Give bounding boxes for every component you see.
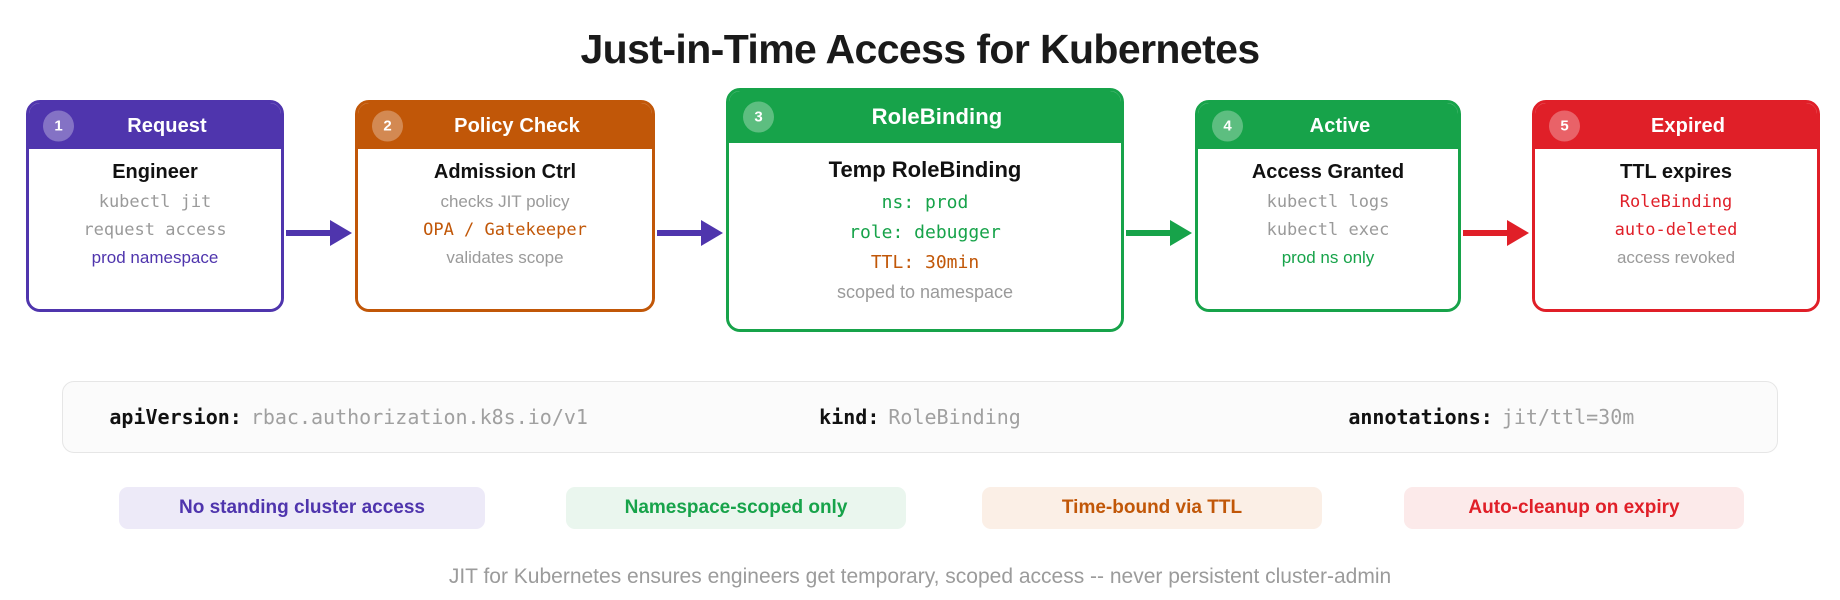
property-pill-label: No standing cluster access [178, 497, 426, 518]
manifest-field-value: jit/ttl=30m [1501, 405, 1635, 429]
card-header-label: Active [1309, 114, 1371, 137]
card-detail-line: prod ns only [1281, 248, 1375, 267]
card-detail-line: validates scope [446, 248, 564, 267]
card-header-label: Request [127, 114, 207, 137]
step-number-badge: 2 [372, 110, 403, 142]
manifest-field-value: RoleBinding [888, 405, 1021, 429]
property-pill-4[interactable]: Auto-cleanup on expiry [1404, 487, 1744, 529]
manifest-field-1: apiVersion: rbac.authorization.k8s.io/v1 [63, 405, 634, 429]
card-primary-label: TTL expires [1620, 161, 1732, 183]
card-header-label: RoleBinding [871, 104, 1003, 129]
arrow-head-icon [330, 220, 352, 246]
card-detail-line: prod namespace [91, 248, 219, 267]
manifest-field-value: rbac.authorization.k8s.io/v1 [250, 405, 588, 429]
card-header-1: 1 Request [29, 103, 281, 149]
card-detail-line: ns: prod [881, 192, 969, 213]
arrow-head-icon [1507, 220, 1529, 246]
card-primary-label: Admission Ctrl [433, 161, 577, 183]
card-detail-line: TTL: 30min [870, 252, 980, 273]
card-detail-line: RoleBinding [1619, 192, 1733, 212]
card-detail-line: role: debugger [849, 222, 1001, 243]
manifest-field-key: annotations: [1348, 405, 1493, 429]
arrow-shaft [1126, 230, 1170, 236]
arrow-active-to-expired [1463, 220, 1529, 246]
card-header-4: 4 Active [1198, 103, 1458, 149]
card-detail-line: scoped to namespace [836, 282, 1014, 302]
step-number-badge: 5 [1549, 110, 1580, 142]
property-pill-label: Time-bound via TTL [1061, 497, 1243, 518]
page-title: Just-in-Time Access for Kubernetes [580, 26, 1260, 72]
card-header-label: Policy Check [454, 114, 580, 137]
property-pill-label: Auto-cleanup on expiry [1468, 497, 1680, 518]
card-detail-line: request access [83, 220, 227, 240]
card-detail-line: kubectl jit [98, 192, 212, 212]
manifest-field-2: kind: RoleBinding [634, 405, 1205, 429]
arrow-shaft [1463, 230, 1507, 236]
manifest-code-bar: apiVersion: rbac.authorization.k8s.io/v1 k… [62, 381, 1778, 453]
card-body-4: Access Granted kubectl logs kubectl exec pr… [1198, 149, 1458, 309]
card-header-3: 3 RoleBinding [729, 91, 1121, 143]
card-primary-label: Temp RoleBinding [828, 157, 1022, 182]
arrow-policy-to-rolebinding [657, 220, 723, 246]
card-detail-line: kubectl logs [1266, 192, 1390, 212]
card-detail-line: auto-deleted [1614, 220, 1738, 240]
property-pill-1[interactable]: No standing cluster access [119, 487, 485, 529]
property-pill-label: Namespace-scoped only [624, 497, 848, 518]
card-primary-label: Engineer [112, 161, 198, 183]
property-pills-row: No standing cluster access Namespace-scop… [0, 487, 1840, 529]
card-primary-label: Access Granted [1251, 161, 1405, 183]
step-number-badge: 4 [1212, 110, 1243, 142]
manifest-field-3: annotations: jit/ttl=30m [1206, 405, 1777, 429]
card-detail-line: kubectl exec [1266, 220, 1390, 240]
card-detail-line: OPA / Gatekeeper [423, 220, 587, 240]
property-pill-3[interactable]: Time-bound via TTL [982, 487, 1322, 529]
manifest-field-key: kind: [819, 405, 880, 429]
arrow-shaft [286, 230, 330, 236]
arrow-rolebinding-to-active [1126, 220, 1192, 246]
arrow-head-icon [1170, 220, 1192, 246]
card-header-5: 5 Expired [1535, 103, 1817, 149]
card-detail-line: access revoked [1616, 248, 1736, 267]
card-header-2: 2 Policy Check [358, 103, 652, 149]
arrow-shaft [657, 230, 701, 236]
card-body-1: Engineer kubectl jit request access prod na… [29, 149, 281, 309]
arrow-head-icon [701, 220, 723, 246]
step-number-badge: 3 [743, 101, 774, 133]
footer-caption: JIT for Kubernetes ensures engineers get… [448, 565, 1392, 588]
property-pill-2[interactable]: Namespace-scoped only [566, 487, 906, 529]
card-header-label: Expired [1650, 114, 1726, 137]
arrow-request-to-policy [286, 220, 352, 246]
card-detail-line: checks JIT policy [440, 192, 570, 211]
manifest-field-key: apiVersion: [109, 405, 242, 429]
step-number-badge: 1 [43, 110, 74, 142]
